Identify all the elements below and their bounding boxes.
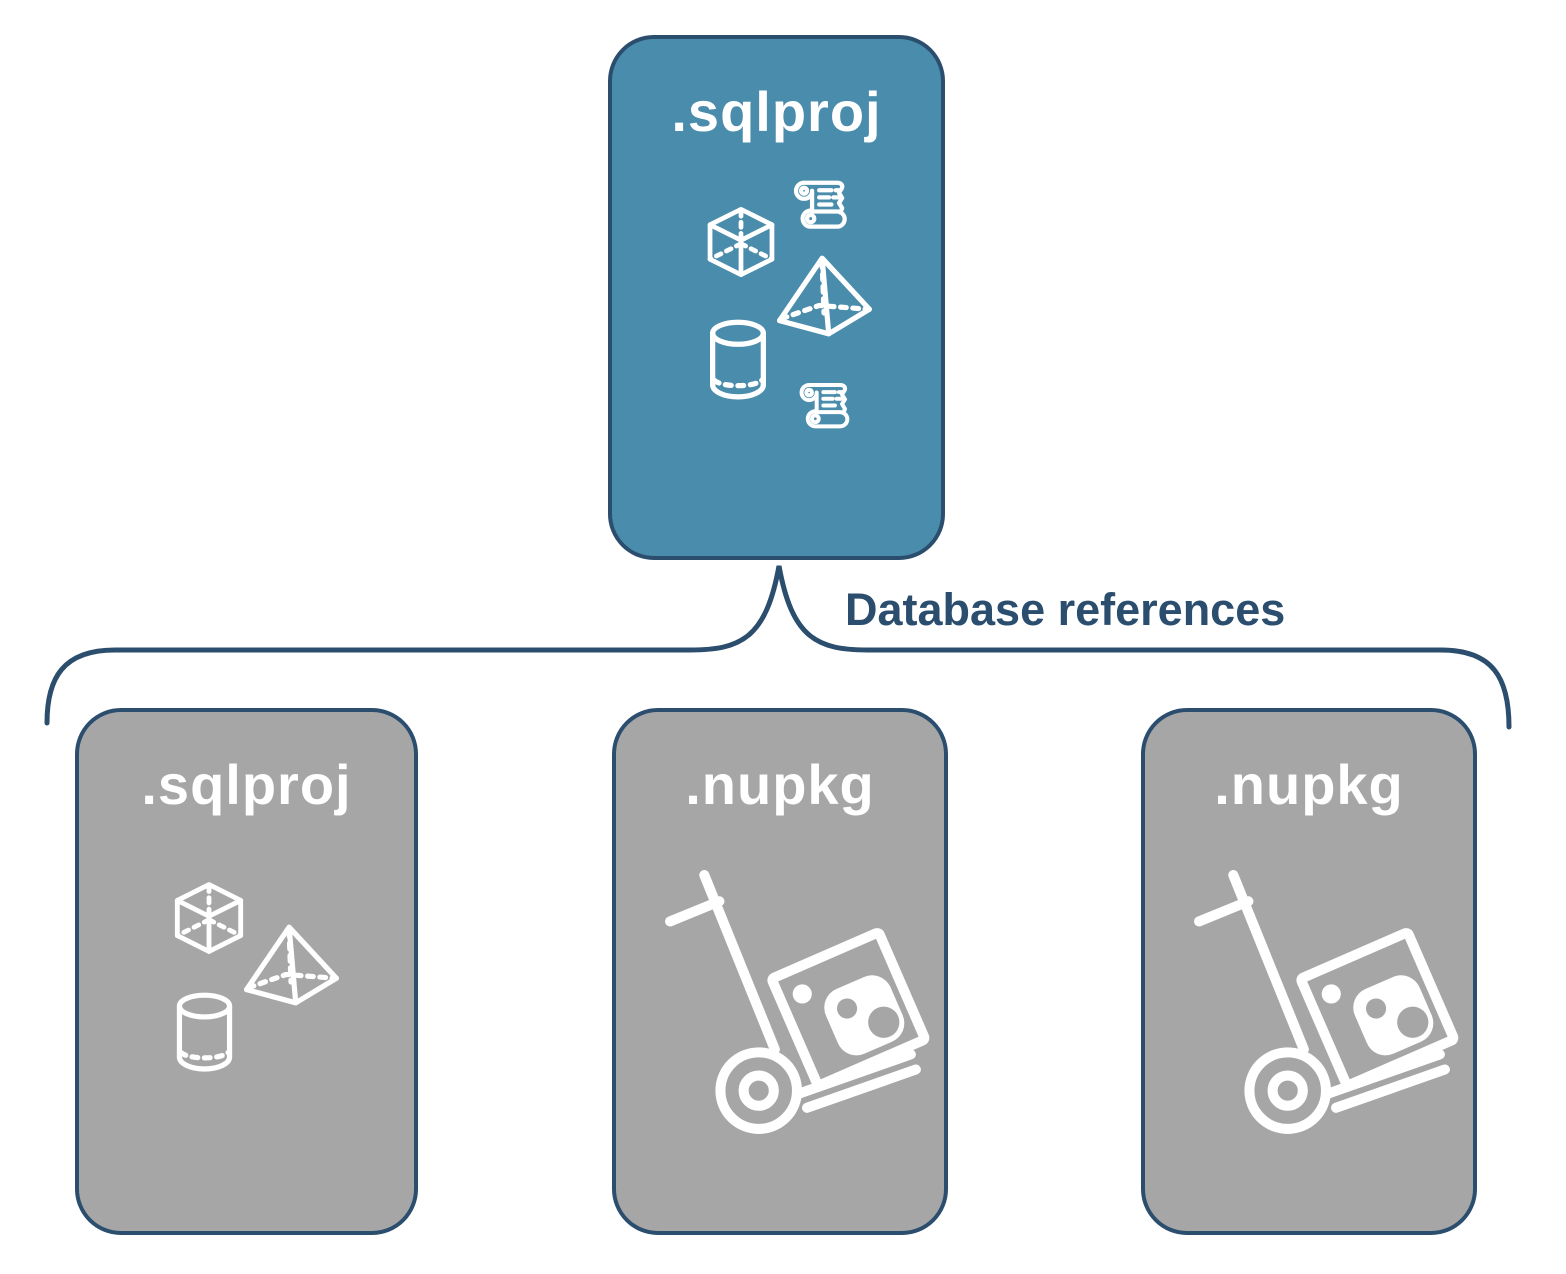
cylinder-icon bbox=[171, 990, 238, 1077]
cylinder-icon bbox=[704, 317, 772, 405]
child-sqlproj-card: .sqlproj bbox=[75, 708, 418, 1235]
card-title: .sqlproj bbox=[671, 80, 882, 143]
connector-label: Database references bbox=[845, 584, 1286, 635]
pyramid-icon bbox=[239, 918, 343, 1012]
sql-script-scroll-icon bbox=[788, 172, 856, 236]
sql-script-scroll-icon bbox=[794, 375, 858, 435]
pyramid-icon bbox=[772, 251, 876, 341]
child-nupkg-card-2: .nupkg bbox=[1141, 708, 1477, 1235]
child-nupkg-card-1: .nupkg bbox=[612, 708, 948, 1235]
card-title: .sqlproj bbox=[141, 753, 352, 816]
parent-sqlproj-card: .sqlproj bbox=[608, 35, 945, 560]
card-title: .nupkg bbox=[685, 753, 875, 816]
nuget-trolley-icon bbox=[662, 865, 934, 1137]
brace-connector bbox=[44, 565, 1512, 730]
card-title: .nupkg bbox=[1214, 753, 1404, 816]
nuget-trolley-icon bbox=[1191, 865, 1463, 1137]
